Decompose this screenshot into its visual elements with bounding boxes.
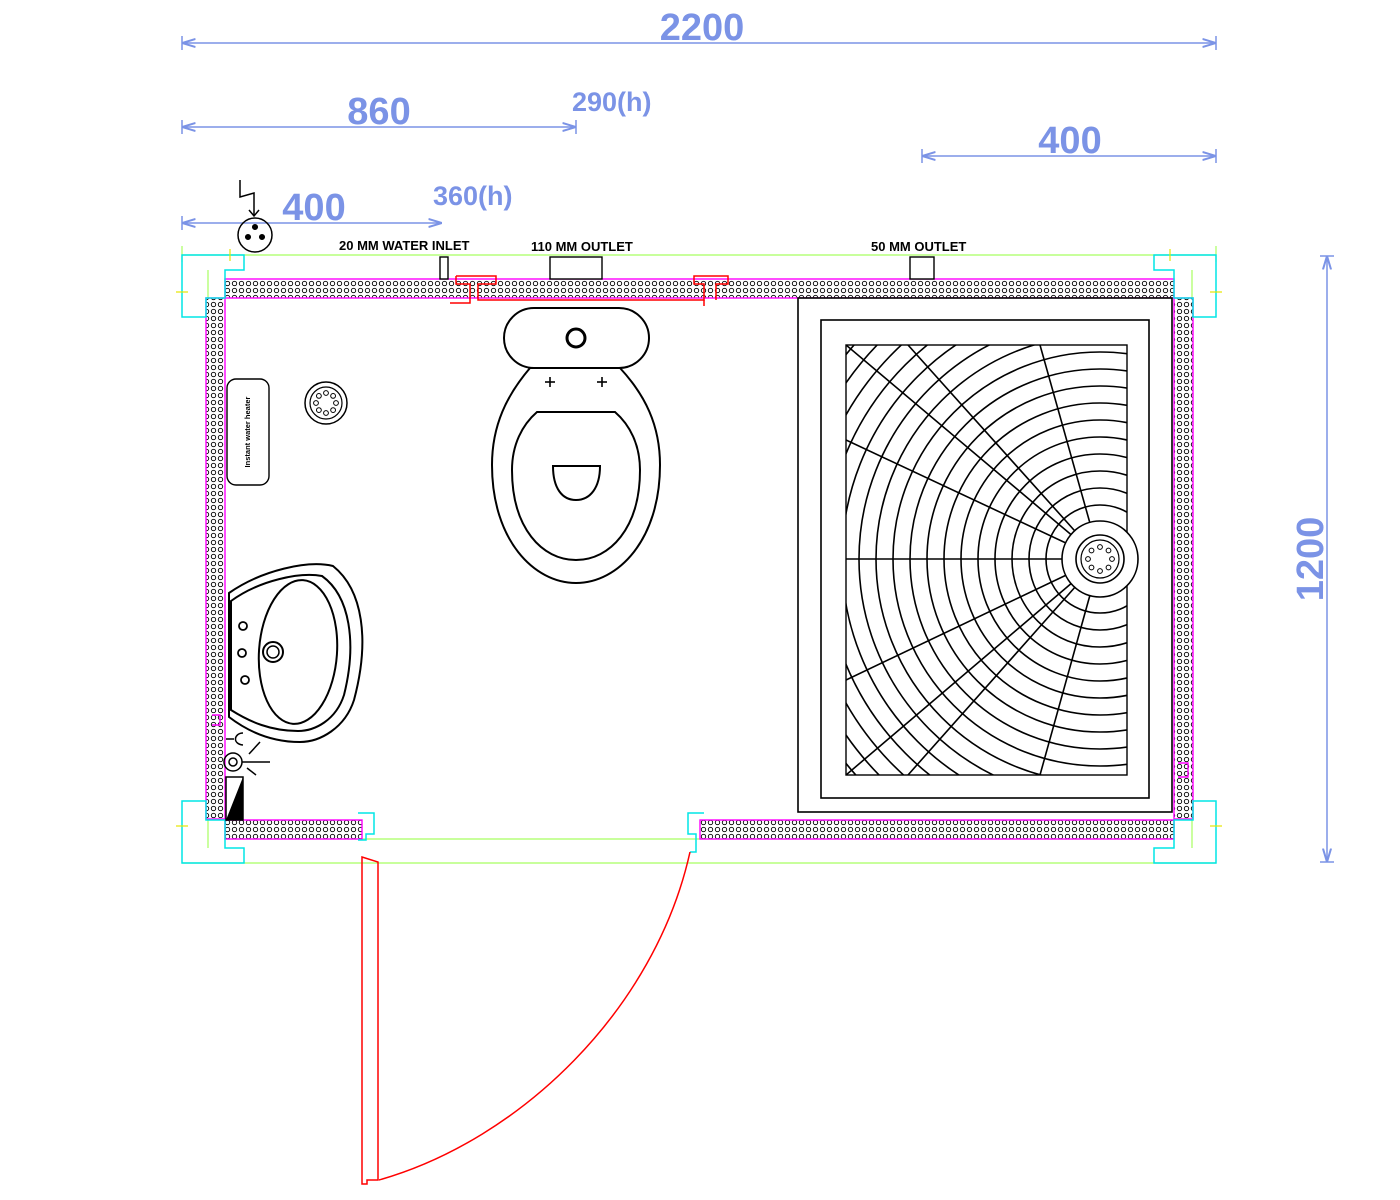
drain-hole <box>313 400 319 406</box>
wash-basin <box>228 563 364 744</box>
dimension-lines <box>181 36 1334 863</box>
outlet-50-label: 50 MM OUTLET <box>871 239 966 254</box>
drain-hole <box>323 410 329 416</box>
front-wall-right <box>699 819 1175 840</box>
water-heater-label: Instant water heater <box>243 396 252 467</box>
left-wall <box>205 297 226 820</box>
axis-ticks <box>176 249 1222 827</box>
drain-hole <box>323 390 329 396</box>
door[interactable] <box>361 851 691 1185</box>
basin-bowl <box>257 579 339 725</box>
water-inlet-pipe <box>439 256 449 280</box>
corner-frames <box>181 254 1217 864</box>
overall-width-dimension: 2200 <box>660 7 745 49</box>
drain-hole <box>1097 544 1103 550</box>
shower-drain-grate <box>1075 534 1125 584</box>
drain-holes <box>313 390 339 416</box>
tray-ridge-spoke <box>846 345 1101 560</box>
seat-hinges <box>545 377 607 387</box>
back-wall <box>224 278 1175 299</box>
door-leaf <box>361 855 379 1185</box>
toilet-hole <box>551 465 602 502</box>
tray-ridge-spoke <box>846 558 1101 775</box>
outlet-50-pipe <box>909 256 935 280</box>
toilet-height-dimension: 290(h) <box>572 87 652 117</box>
shower-tray-rim <box>820 319 1150 799</box>
tray-ridge-spoke <box>846 558 1101 681</box>
shower-drain-holes <box>1085 544 1115 574</box>
water-inlet-label: 20 MM WATER INLET <box>339 238 470 253</box>
shower-tray <box>797 297 1173 813</box>
wall-valve <box>223 732 270 776</box>
tap-holes <box>237 621 250 685</box>
front-wall-left <box>224 819 363 840</box>
drain-hole <box>1097 568 1103 574</box>
outlet-110-pipe <box>549 256 603 280</box>
drain-hole <box>330 407 337 414</box>
drain-hole <box>316 407 322 414</box>
tray-ridge-spoke <box>846 439 1101 560</box>
tray-ridge-spoke <box>907 345 1101 560</box>
toilet <box>490 307 662 585</box>
drain-hole <box>1109 556 1115 562</box>
drain-hole <box>1088 564 1095 571</box>
shower-outlet-offset-dimension: 400 <box>1038 120 1101 162</box>
pipe-fittings <box>212 714 1189 778</box>
drain-hole <box>333 400 339 406</box>
drain-hole <box>316 393 322 399</box>
water-heater: Instant water heater <box>226 378 270 486</box>
door-swing-arc <box>378 851 691 1181</box>
wall-box <box>225 776 244 821</box>
drain-hole <box>330 393 337 399</box>
pipe-stubs <box>439 256 935 280</box>
tray-ridge-spoke <box>907 558 1101 775</box>
flush-button <box>565 327 587 349</box>
overall-depth-dimension: 1200 <box>1290 517 1332 602</box>
electrical-socket-icon <box>237 180 273 253</box>
wall-joints <box>450 275 729 306</box>
drain-hole <box>1105 547 1112 554</box>
outlet-110-label: 110 MM OUTLET <box>531 239 633 254</box>
drain-hole <box>1088 547 1095 554</box>
shower-tray-ridges <box>846 345 1127 775</box>
drain-hole <box>1085 556 1091 562</box>
inlet-offset-dimension: 400 <box>282 187 345 229</box>
drain-hole <box>1105 564 1112 571</box>
shower-drain-ring <box>1061 520 1139 598</box>
inlet-height-dimension: 360(h) <box>433 181 513 211</box>
floor-drain-icon <box>304 381 348 425</box>
right-wall <box>1173 297 1194 820</box>
toilet-offset-dimension: 860 <box>347 91 410 133</box>
